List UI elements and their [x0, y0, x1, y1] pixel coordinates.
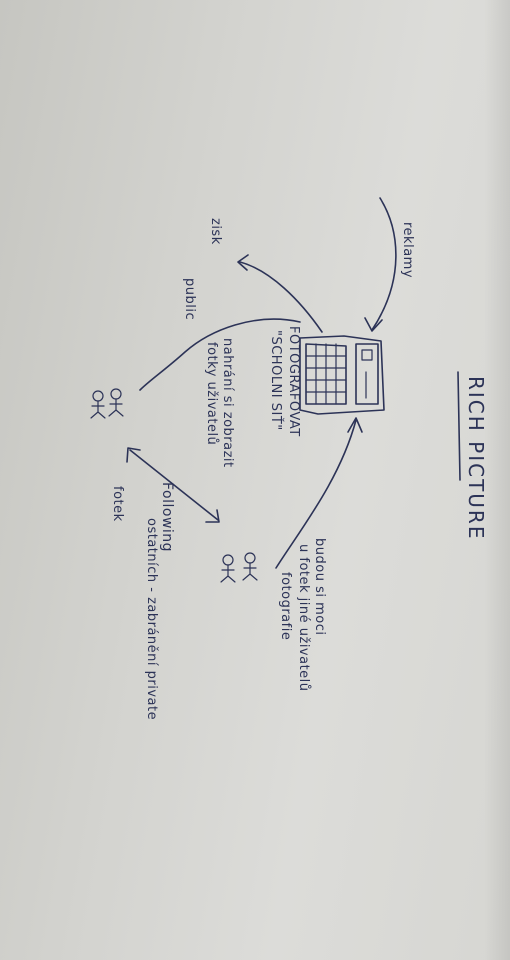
central-screen-sketch: [299, 335, 385, 415]
label-nahrani-line1: nahrání si zobrazit: [220, 338, 235, 468]
diagram-title: RICH PICTURE: [464, 376, 488, 541]
arrow-following: [126, 447, 220, 523]
label-following: Following: [159, 482, 175, 553]
label-budou-line1: budou si moci: [312, 538, 327, 636]
central-node-name: FOTOGRAFOVAT: [286, 326, 301, 437]
label-budou-line2: u fotek jiné uživatelů: [296, 544, 311, 692]
label-budou-line3: fotografie: [278, 572, 293, 641]
arrow-screen-to-public: [139, 318, 301, 391]
label-zisk: zisk: [208, 218, 223, 245]
arrow-reklamy: [364, 197, 397, 332]
people-group-right: [220, 552, 258, 583]
label-public: public: [182, 278, 197, 321]
label-fotek: fotek: [110, 486, 125, 522]
label-following-sub: ostatních - zabránění private: [144, 518, 159, 721]
title-underline: [457, 371, 461, 481]
central-node-subtitle: "SCHOLNI SIŤ": [268, 330, 283, 431]
arrow-people-to-screen: [275, 417, 363, 569]
label-reklamy: reklamy: [400, 222, 415, 279]
arrow-to-zisk: [237, 254, 323, 333]
people-group-public: [90, 388, 124, 419]
label-nahrani-line2: fotky uživatelů: [204, 342, 219, 446]
